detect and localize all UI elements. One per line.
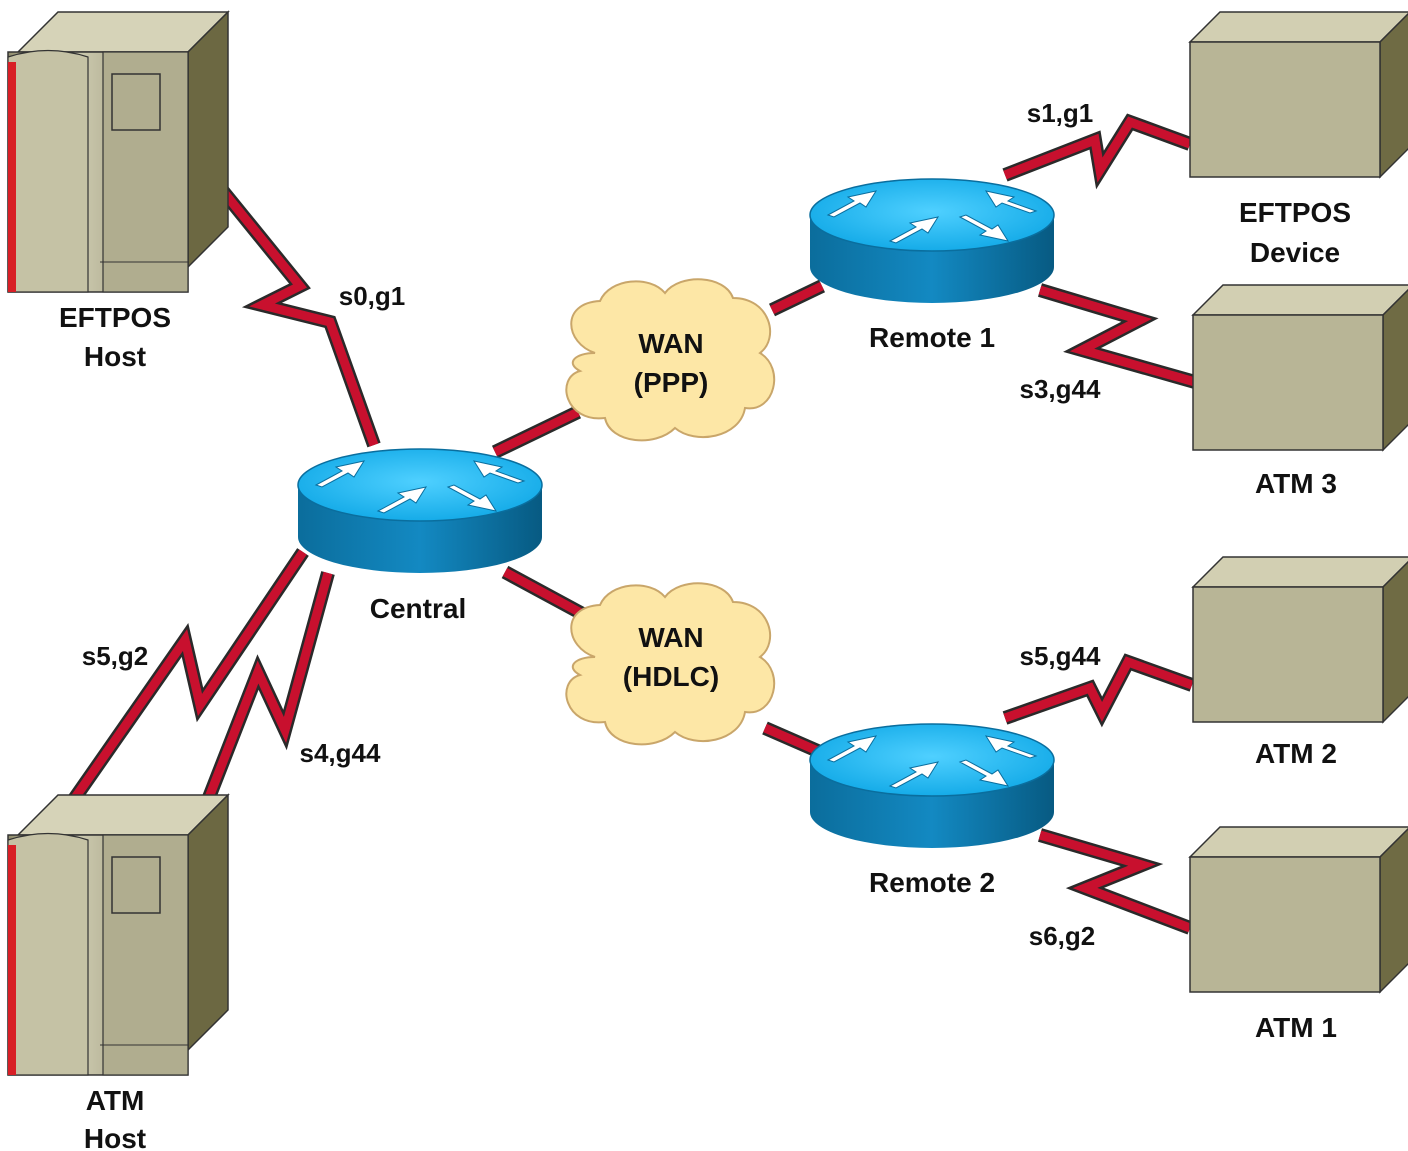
links xyxy=(64,113,1197,935)
router-icon xyxy=(809,723,1055,849)
link-label-remote2-atm2: s5,g44 xyxy=(1020,641,1101,671)
terminal-box-icon xyxy=(1192,284,1408,451)
link-wan-ppp-remote1 xyxy=(768,279,826,317)
eftpos-host-label-line1: EFTPOS xyxy=(59,302,171,333)
link-label-eftpos-host-central: s0,g1 xyxy=(339,281,406,311)
atm3-device[interactable] xyxy=(1192,284,1408,451)
terminal-box-icon xyxy=(1189,826,1408,993)
labels: EFTPOS Host ATM Host Central Remote 1 Re… xyxy=(59,98,1351,1151)
terminal-box-icon xyxy=(1192,556,1408,723)
eftpos-device-label-line2: Device xyxy=(1250,237,1340,268)
mainframe-icon xyxy=(7,11,229,293)
remote2-label: Remote 2 xyxy=(869,867,995,898)
atm2-label: ATM 2 xyxy=(1255,738,1337,769)
link-central-wan-ppp xyxy=(491,405,582,459)
link-label-remote2-atm1: s6,g2 xyxy=(1029,921,1096,951)
atm1-device[interactable] xyxy=(1189,826,1408,993)
cloud-icon xyxy=(565,278,776,442)
terminal-box-icon xyxy=(1189,11,1408,178)
link-remote1-eftpos-device xyxy=(1002,113,1193,190)
link-remote2-atm2 xyxy=(1002,653,1195,728)
link-label-atm-host-central-b: s4,g44 xyxy=(300,738,381,768)
link-remote2-atm1 xyxy=(1038,828,1193,935)
link-wan-hdlc-remote2 xyxy=(762,721,823,759)
remote2-router[interactable] xyxy=(809,723,1055,849)
eftpos-device[interactable] xyxy=(1189,11,1408,178)
eftpos-host-label-line2: Host xyxy=(84,341,146,372)
wan-ppp-label-line2: (PPP) xyxy=(634,367,709,398)
link-label-atm-host-central-a: s5,g2 xyxy=(82,641,149,671)
wan-hdlc-label-line1: WAN xyxy=(638,622,703,653)
link-atm-host-central-b xyxy=(201,571,335,803)
link-central-wan-hdlc xyxy=(501,565,594,625)
link-eftpos-host-central xyxy=(216,185,381,448)
eftpos-host[interactable] xyxy=(7,11,229,293)
atm-host-label-line2: Host xyxy=(84,1123,146,1151)
link-remote1-atm3 xyxy=(1037,283,1197,389)
link-atm-host-central-a xyxy=(64,548,309,810)
wan-ppp-label-line1: WAN xyxy=(638,328,703,359)
central-label: Central xyxy=(370,593,466,624)
central-router[interactable] xyxy=(297,448,543,574)
link-label-remote1-atm3: s3,g44 xyxy=(1020,374,1101,404)
router-icon xyxy=(297,448,543,574)
link-label-remote1-eftpos-device: s1,g1 xyxy=(1027,98,1094,128)
remote1-router[interactable] xyxy=(809,178,1055,304)
router-icon xyxy=(809,178,1055,304)
atm3-label: ATM 3 xyxy=(1255,468,1337,499)
atm-host-label-line1: ATM xyxy=(86,1085,145,1116)
atm-host[interactable] xyxy=(7,794,229,1076)
atm2-device[interactable] xyxy=(1192,556,1408,723)
atm1-label: ATM 1 xyxy=(1255,1012,1337,1043)
wan-ppp-cloud[interactable] xyxy=(565,278,776,442)
remote1-label: Remote 1 xyxy=(869,322,995,353)
mainframe-icon xyxy=(7,794,229,1076)
wan-hdlc-label-line2: (HDLC) xyxy=(623,661,719,692)
eftpos-device-label-line1: EFTPOS xyxy=(1239,197,1351,228)
